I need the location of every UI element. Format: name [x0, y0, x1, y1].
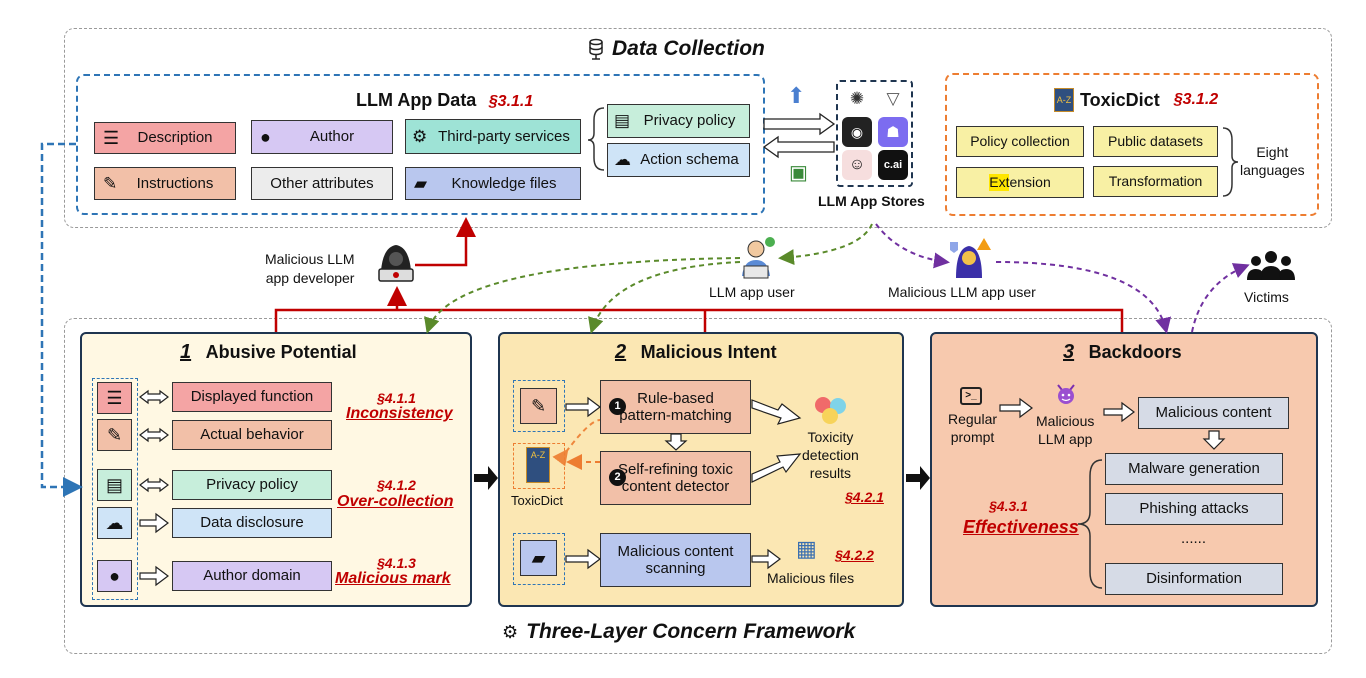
app-store-box: [836, 80, 913, 187]
malicious-files-label: Malicious files: [767, 570, 855, 586]
character-ai-icon: c.ai: [878, 150, 908, 180]
folder-icon: ▰: [414, 173, 428, 193]
policy-doc-icon: ▤: [614, 111, 631, 131]
malicious-content-box: Malicious content: [1138, 397, 1289, 429]
policy-collection: Policy collection: [956, 126, 1084, 157]
intent-title: 2 Malicious Intent: [615, 341, 777, 363]
edit-icon: ✎: [103, 173, 118, 193]
dictionary-icon: A-Z: [526, 447, 550, 483]
poe-icon: ▽: [886, 89, 900, 108]
cloud-icon: ☁: [614, 150, 631, 170]
list-icon: ☰: [97, 382, 132, 414]
effectiveness-label: Effectiveness: [963, 517, 1079, 537]
policy-doc-icon: ▤: [97, 469, 132, 501]
malicious-user-icon: [944, 234, 994, 284]
intent-icon-frame-2: [513, 533, 565, 585]
victims-label: Victims: [1244, 289, 1289, 305]
transformation: Transformation: [1093, 166, 1218, 197]
sec-4-1-2: §4.1.2: [377, 477, 416, 493]
data-collection-frame: [64, 28, 1332, 228]
backdoors-title: 3 Backdoors: [1063, 341, 1182, 363]
user-label: LLM app user: [709, 284, 795, 300]
sec-4-2-2: §4.2.2: [835, 547, 874, 563]
author-attr: ● Author: [251, 120, 393, 154]
stores-label: LLM App Stores: [818, 193, 925, 209]
malicious-files-icon: ▦: [796, 536, 817, 561]
framework-icon: ⚙: [502, 621, 519, 642]
ghost-icon: ☗: [878, 117, 908, 147]
toxicdict-label: ToxicDict: [511, 493, 564, 508]
instructions-attr: ✎ Instructions: [94, 167, 236, 200]
step-2-marker: 2: [609, 469, 626, 486]
toxicdict-box: [945, 73, 1319, 216]
person-icon: ●: [260, 126, 271, 147]
public-datasets: Public datasets: [1093, 126, 1218, 157]
edit-icon: ✎: [520, 388, 557, 424]
abusive-title: 1 Abusive Potential: [180, 341, 357, 363]
toxicdict-title: A-Z ToxicDict §3.1.2: [1054, 88, 1218, 112]
person-icon: ●: [97, 560, 132, 592]
list-icon: ☰: [103, 127, 120, 148]
sec-4-1-3: §4.1.3: [377, 555, 416, 571]
knowledge-attr: ▰ Knowledge files: [405, 167, 581, 200]
doc-shield-icon: ▣: [789, 162, 808, 184]
malicious-user-label: Malicious LLM app user: [888, 284, 1036, 300]
action-schema-attr: ☁ Action schema: [607, 143, 750, 177]
malicious-mark-label: Malicious mark: [335, 570, 451, 587]
abusive-icon-column: [92, 378, 138, 600]
over-collection-label: Over-collection: [337, 493, 454, 510]
victims-icon: [1246, 248, 1296, 282]
privacy-policy: Privacy policy: [172, 470, 332, 500]
inconsistency-label: Inconsistency: [346, 405, 453, 422]
malware-generation: Malware generation: [1105, 453, 1283, 485]
plugin-icon: ⚙: [412, 126, 428, 146]
framework-title: ⚙ Three-Layer Concern Framework: [502, 620, 856, 643]
privacy-policy-attr: ▤ Privacy policy: [607, 104, 750, 138]
sec-4-1-1: §4.1.1: [377, 390, 416, 406]
sec-4-3-1: §4.3.1: [989, 498, 1028, 514]
bot-icon: ◉: [842, 117, 872, 147]
sec-4-2-1: §4.2.1: [845, 489, 884, 505]
dictionary-icon: A-Z: [1054, 88, 1074, 112]
emotion-icon: [812, 395, 848, 425]
disinformation: Disinformation: [1105, 563, 1283, 595]
devil-icon: [1055, 383, 1077, 405]
upload-box-icon: ⬆: [787, 83, 806, 108]
more-items: ......: [1181, 530, 1207, 547]
data-disclosure: Data disclosure: [172, 508, 332, 538]
third-party-attr: ⚙ Third-party services: [405, 119, 581, 154]
openai-icon: ✺: [849, 89, 865, 108]
terminal-icon: >_: [960, 387, 982, 405]
cloud-icon: ☁: [97, 507, 132, 539]
avatar-icon: ☺: [842, 150, 872, 180]
data-collection-title: Data Collection: [588, 37, 765, 61]
other-attr: Other attributes: [251, 167, 393, 200]
description-attr: ☰ Description: [94, 122, 236, 154]
author-domain: Author domain: [172, 561, 332, 591]
step-1-marker: 1: [609, 398, 626, 415]
phishing-attacks: Phishing attacks: [1105, 493, 1283, 525]
edit-icon: ✎: [97, 419, 132, 451]
actual-behavior: Actual behavior: [172, 420, 332, 450]
database-icon: [589, 38, 603, 60]
folder-icon: ▰: [520, 540, 557, 576]
intent-icon-frame-1: [513, 380, 565, 432]
displayed-function: Displayed function: [172, 382, 332, 412]
user-icon: [734, 236, 778, 280]
llm-app-data-title: LLM App Data §3.1.1: [356, 90, 534, 110]
hacker-icon: [375, 241, 417, 283]
